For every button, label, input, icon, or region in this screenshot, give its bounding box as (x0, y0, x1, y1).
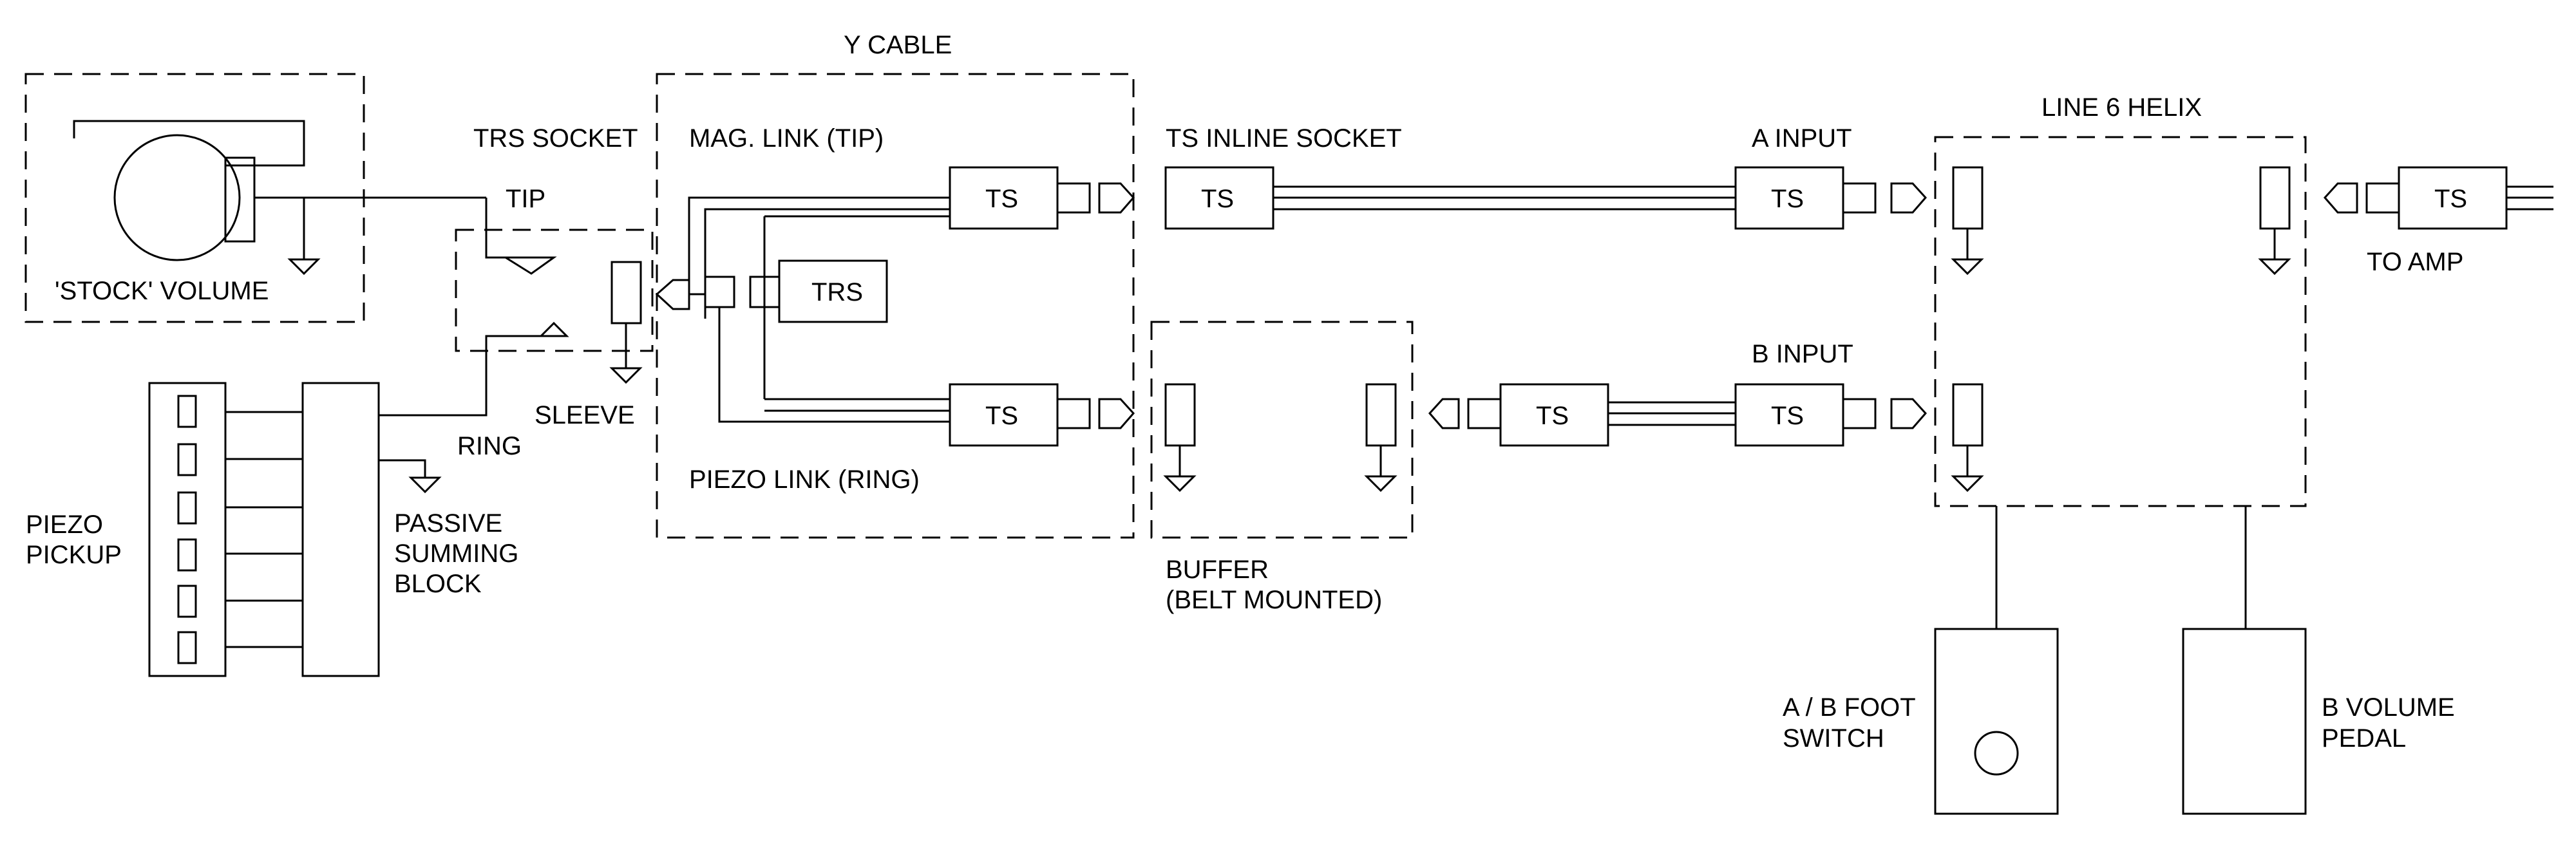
tip-label: TIP (506, 185, 545, 213)
footswitch-button (1974, 731, 2019, 776)
ring-label: RING (457, 432, 522, 460)
footswitch-label-2: SWITCH (1783, 724, 1884, 753)
ground-symbol-icon (1364, 475, 1397, 492)
stock-volume-group: 'STOCK' VOLUME (24, 73, 486, 323)
b-input-label: B INPUT (1752, 340, 1853, 368)
passive-summing-block (301, 382, 380, 677)
ts-plug-mag-link (949, 166, 1059, 230)
trs-socket-label: TRS SOCKET (473, 124, 638, 153)
b-volume-pedal (2182, 628, 2307, 815)
a-input-label: A INPUT (1752, 124, 1852, 153)
volume-pedal-label-1: B VOLUME (2322, 693, 2455, 722)
ts-plug-piezo-link-label: TS (985, 402, 1018, 430)
b-chain-group: TS TS B INPUT (1428, 340, 1927, 447)
to-amp-label: TO AMP (2367, 248, 2463, 276)
ground-symbol-icon (1163, 475, 1197, 492)
trs-plug-label: TRS (811, 278, 863, 306)
ts-inline-socket-text: TS (1201, 185, 1234, 213)
piezo-pickup-label-2: PICKUP (26, 541, 122, 569)
ab-footswitch (1934, 628, 2059, 815)
summing-block-label-2: SUMMING (394, 539, 518, 568)
trs-socket-body (611, 261, 642, 324)
ts-plug-b-input-label: TS (1771, 402, 1804, 430)
line6-helix-label: LINE 6 HELIX (2041, 93, 2202, 122)
ts-plug-mag-link-label: TS (985, 185, 1018, 213)
summing-block-label-1: PASSIVE (394, 509, 502, 538)
stock-volume-label: 'STOCK' VOLUME (55, 277, 269, 305)
summing-block-label-3: BLOCK (394, 570, 482, 598)
to-amp-group: TS TO AMP (2323, 166, 2553, 276)
y-cable-label: Y CABLE (844, 31, 952, 59)
ts-plug-to-amp-label: TS (2434, 185, 2467, 213)
ground-symbol-icon (1951, 475, 1984, 492)
buffer-label-1: BUFFER (1166, 556, 1269, 584)
buffer-label-2: (BELT MOUNTED) (1166, 586, 1382, 614)
ts-plug-buffer-out (1499, 383, 1609, 447)
ts-inline-socket (1164, 166, 1274, 230)
ground-symbol-icon (1951, 258, 1984, 276)
y-cable-group: TRS TS TS Y CABLE MAG. LINK (TIP) PIEZO … (655, 31, 1135, 539)
buffer-group: BUFFER (BELT MOUNTED) (1150, 321, 1414, 614)
trs-socket-group: TRS SOCKET TIP SLEEVE RING (455, 124, 654, 460)
piezo-link-label: PIEZO LINK (RING) (689, 465, 920, 494)
piezo-pickup-body (148, 382, 227, 677)
ts-plug-a-input (1734, 166, 1844, 230)
ground-symbol-icon (408, 476, 442, 494)
footswitch-label-1: A / B FOOT (1783, 693, 1916, 722)
ts-plug-buffer-out-label: TS (1536, 402, 1569, 430)
volume-pedal-label-2: PEDAL (2322, 724, 2406, 753)
mag-link-label: MAG. LINK (TIP) (689, 124, 884, 153)
ground-symbol-icon (609, 367, 643, 384)
volume-pot (113, 134, 241, 261)
line6-helix-group: LINE 6 HELIX (1934, 93, 2307, 507)
ts-plug-b-input (1734, 383, 1844, 447)
ground-symbol-icon (287, 258, 321, 276)
ts-plug-to-amp (2398, 166, 2508, 230)
piezo-group: PIEZO PICKUP PASSIVE SUMMING BLOCK (26, 351, 518, 677)
a-chain-group: TS TS TS INLINE SOCKET A INPUT (1164, 124, 1927, 230)
ts-inline-socket-label: TS INLINE SOCKET (1166, 124, 1402, 153)
sleeve-label: SLEEVE (535, 401, 635, 429)
controllers-group: A / B FOOT SWITCH B VOLUME PEDAL (1783, 506, 2455, 815)
trs-plug (778, 259, 888, 323)
ts-plug-a-input-label: TS (1771, 185, 1804, 213)
ts-plug-piezo-link (949, 383, 1059, 447)
piezo-pickup-label-1: PIEZO (26, 511, 103, 539)
ground-symbol-icon (2258, 258, 2291, 276)
